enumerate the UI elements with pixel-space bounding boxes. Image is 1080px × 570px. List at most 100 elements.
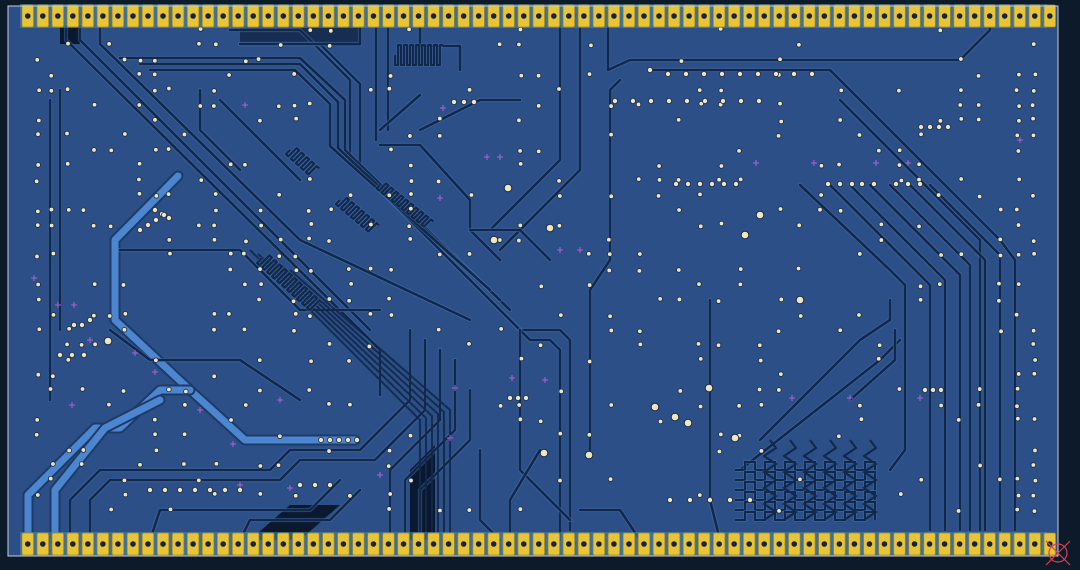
via-491 xyxy=(165,214,172,221)
via-290 xyxy=(718,431,724,438)
via-181 xyxy=(388,267,394,273)
bottom-header-pin-hole-36 xyxy=(566,541,572,547)
top-header-pin-hole-8 xyxy=(145,13,151,19)
trace-33 xyxy=(403,358,457,542)
via-107 xyxy=(226,72,232,78)
via-159 xyxy=(328,206,334,212)
bottom-header-pin-hole-54 xyxy=(836,541,843,547)
via-445 xyxy=(859,180,866,187)
top-header-pin-hole-46 xyxy=(716,13,722,19)
via-229 xyxy=(537,342,544,348)
top-header-pin-hole-14 xyxy=(235,13,241,19)
top-pin-header[interactable] xyxy=(20,4,1056,28)
via-350 xyxy=(918,477,924,483)
bottom-header-pin-hole-57 xyxy=(881,541,888,547)
trace-14 xyxy=(606,18,992,72)
via-339 xyxy=(896,147,903,153)
via-155 xyxy=(308,358,314,364)
via-102 xyxy=(211,311,218,317)
via-495 xyxy=(160,211,167,218)
cross-marker-icon-29 xyxy=(287,485,293,491)
bottom-header-pin-hole-12 xyxy=(205,541,211,547)
top-header-pin-hole-9 xyxy=(160,13,166,19)
fan-trace-3 xyxy=(273,261,439,540)
via-173 xyxy=(368,221,374,228)
via-211 xyxy=(498,326,504,332)
via-79 xyxy=(165,191,172,197)
top-header-pin-hole-31 xyxy=(490,13,497,19)
via-41 xyxy=(91,147,97,153)
top-header-pin-hole-3 xyxy=(70,13,76,19)
via-465 xyxy=(922,386,929,393)
bottom-header-pin-hole-32 xyxy=(505,541,512,547)
via-452 xyxy=(936,124,943,131)
via-251 xyxy=(607,313,613,320)
cross-marker-icon-13 xyxy=(71,302,77,308)
via-453 xyxy=(945,124,952,131)
via-361 xyxy=(958,176,964,182)
via-430 xyxy=(666,98,673,105)
via-280 xyxy=(697,403,704,410)
via-371 xyxy=(977,462,983,469)
via-44 xyxy=(91,312,97,319)
top-header-pin-hole-20 xyxy=(325,13,332,19)
via-52 xyxy=(121,56,128,63)
via-318 xyxy=(797,476,803,483)
bottom-header-pin-hole-3 xyxy=(70,541,76,547)
bottom-header-pin-hole-19 xyxy=(310,541,317,547)
top-header-pin-hole-24 xyxy=(385,13,392,19)
via-231 xyxy=(556,86,562,92)
via-322 xyxy=(838,87,844,94)
via-85 xyxy=(183,388,189,395)
via-175 xyxy=(367,311,374,317)
via-139 xyxy=(291,102,298,109)
via-351 xyxy=(937,27,943,34)
via-170 xyxy=(347,401,353,408)
via-15 xyxy=(35,492,41,498)
cross-marker-icon-14 xyxy=(87,337,93,343)
via-262 xyxy=(656,177,663,183)
cross-marker-icon-3 xyxy=(497,154,503,160)
bottom-pin-header[interactable] xyxy=(20,532,1056,556)
bottom-header-pin-hole-8 xyxy=(145,541,151,547)
via-98 xyxy=(212,191,219,197)
via-240 xyxy=(586,71,593,77)
top-header-pin-hole-7 xyxy=(130,13,136,19)
via-101 xyxy=(211,237,218,243)
via-34 xyxy=(66,447,72,454)
via-403 xyxy=(1030,132,1037,139)
top-header-pin-hole-49 xyxy=(761,13,768,19)
bottom-header-pin-hole-21 xyxy=(340,541,347,547)
bottom-header-pin-hole-46 xyxy=(716,541,722,547)
via-332 xyxy=(858,416,865,422)
via-134 xyxy=(278,236,284,243)
via-471 xyxy=(71,321,78,328)
trace-35 xyxy=(88,338,427,542)
via-402 xyxy=(1030,115,1036,122)
cross-marker-icon-21 xyxy=(452,385,458,391)
via-122 xyxy=(257,207,264,214)
via-161 xyxy=(326,296,333,302)
bottom-header-pin-hole-2 xyxy=(55,541,61,547)
via-field xyxy=(33,26,1039,514)
via-360 xyxy=(958,116,964,122)
via-367 xyxy=(976,116,982,123)
bottom-header-pin-hole-37 xyxy=(581,541,587,547)
via-263 xyxy=(655,193,662,199)
via-260 xyxy=(637,341,644,348)
cross-marker-icon-27 xyxy=(1017,137,1023,143)
via-227 xyxy=(535,148,542,155)
via-285 xyxy=(718,163,725,169)
via-21 xyxy=(50,312,57,318)
trace-40 xyxy=(508,448,542,542)
trace-18 xyxy=(828,183,932,532)
top-header-pin-hole-61 xyxy=(941,13,948,19)
bottom-header-pin-hole-15 xyxy=(250,541,256,547)
via-47 xyxy=(108,147,114,154)
top-header-pin-hole-42 xyxy=(656,13,662,19)
via-84 xyxy=(181,131,188,138)
via-472 xyxy=(79,321,86,328)
via-398 xyxy=(1031,41,1037,47)
via-74 xyxy=(152,416,158,423)
